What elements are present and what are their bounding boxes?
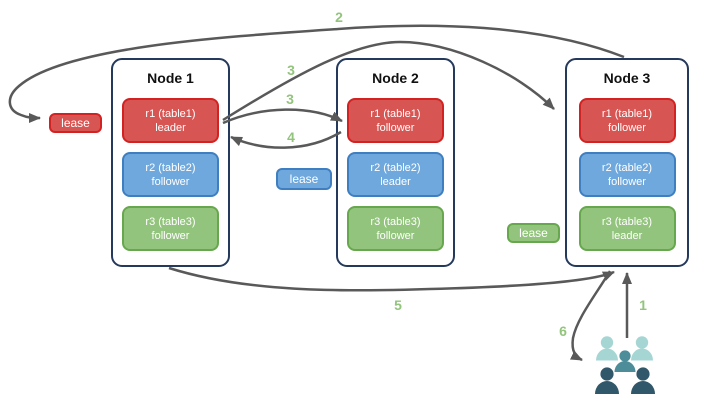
step-label-4: 4 [287, 129, 295, 145]
step-label-5: 5 [394, 297, 402, 313]
range-name: r1 (table1) [601, 107, 653, 120]
person-silhouette [595, 367, 619, 394]
arrow-step-2 [8, 24, 625, 123]
range-role: follower [376, 121, 415, 134]
range-name: r3 (table3) [370, 215, 421, 228]
node1-range-r2: r2 (table2) follower [122, 152, 219, 197]
arrow-step-5 [168, 266, 615, 292]
node-3: Node 3 r1 (table1) follower r2 (table2) … [565, 58, 689, 267]
node1-range-r3: r3 (table3) follower [122, 206, 219, 251]
range-role: follower [151, 175, 190, 188]
step-label-1: 1 [639, 297, 647, 313]
range-name: r2 (table2) [601, 161, 653, 174]
person-silhouette [596, 336, 618, 361]
node3-range-r1: r1 (table1) follower [578, 98, 676, 143]
lease-badge-r3: lease [507, 223, 560, 243]
range-name: r2 (table2) [145, 161, 196, 174]
arrow-step-3-to-node2 [222, 108, 343, 125]
range-name: r2 (table2) [370, 161, 421, 174]
node-title: Node 3 [603, 70, 651, 86]
node1-range-r1: r1 (table1) leader [122, 98, 219, 143]
step-label-2: 2 [335, 9, 343, 25]
range-role: follower [151, 229, 190, 242]
person-silhouette [631, 336, 653, 361]
arrow-step-6 [569, 270, 612, 362]
range-name: r3 (table3) [145, 215, 196, 228]
range-name: r1 (table1) [370, 107, 421, 120]
range-role: follower [608, 175, 646, 188]
range-role: leader [611, 229, 643, 242]
range-role: follower [608, 121, 646, 134]
node2-range-r3: r3 (table3) follower [347, 206, 444, 251]
range-role: leader [380, 175, 411, 188]
range-role: leader [155, 121, 186, 134]
step-label-3a: 3 [287, 62, 295, 78]
node2-range-r1: r1 (table1) follower [347, 98, 444, 143]
users-group-icon [595, 336, 655, 394]
lease-badge-r2: lease [276, 168, 332, 190]
node-title: Node 1 [147, 70, 194, 86]
range-name: r3 (table3) [601, 215, 653, 228]
range-name: r1 (table1) [145, 107, 196, 120]
node-1: Node 1 r1 (table1) leader r2 (table2) fo… [111, 58, 230, 267]
arrow-step-4 [230, 130, 342, 149]
person-silhouette [631, 367, 655, 394]
node3-range-r3: r3 (table3) leader [578, 206, 676, 251]
node2-range-r2: r2 (table2) leader [347, 152, 444, 197]
step-label-6: 6 [559, 323, 567, 339]
node3-range-r2: r2 (table2) follower [578, 152, 676, 197]
range-role: follower [376, 229, 415, 242]
step-label-3b: 3 [286, 91, 294, 107]
person-silhouette [614, 350, 636, 372]
node-title: Node 2 [372, 70, 419, 86]
node-2: Node 2 r1 (table1) follower r2 (table2) … [336, 58, 455, 267]
lease-badge-r1: lease [49, 113, 102, 133]
